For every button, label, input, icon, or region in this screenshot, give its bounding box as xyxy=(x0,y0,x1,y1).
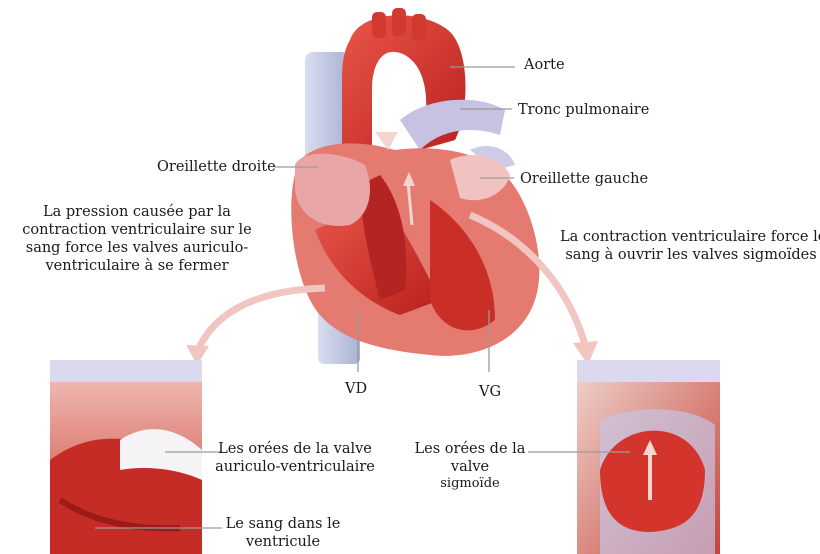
aorta xyxy=(342,8,465,160)
label-av-valve-orifices: Les orées de la valve auriculo-ventricul… xyxy=(213,440,377,476)
label-oreillette-droite: Oreillette droite xyxy=(157,158,276,176)
sigmoid-valve-panel xyxy=(577,360,720,554)
caption-pressure: La pression causée par la contraction ve… xyxy=(12,203,262,276)
label-vd: VD xyxy=(345,380,367,398)
label-sigmoid-valve-orifices: Les orées de la valve sigmoïde xyxy=(410,440,530,493)
label-aorte: Aorte xyxy=(524,56,565,74)
caption-contraction: La contraction ventriculaire force le sa… xyxy=(560,228,820,264)
label-oreillette-gauche: Oreillette gauche xyxy=(520,170,648,188)
label-tronc-pulmonaire: Tronc pulmonaire xyxy=(518,101,649,119)
pink-arrow-left xyxy=(186,288,325,365)
label-vg: VG xyxy=(479,383,501,401)
label-blood-in-ventricle: Le sang dans le ventricule xyxy=(218,515,348,551)
heart-body xyxy=(291,132,539,356)
av-valve-panel xyxy=(50,360,202,554)
